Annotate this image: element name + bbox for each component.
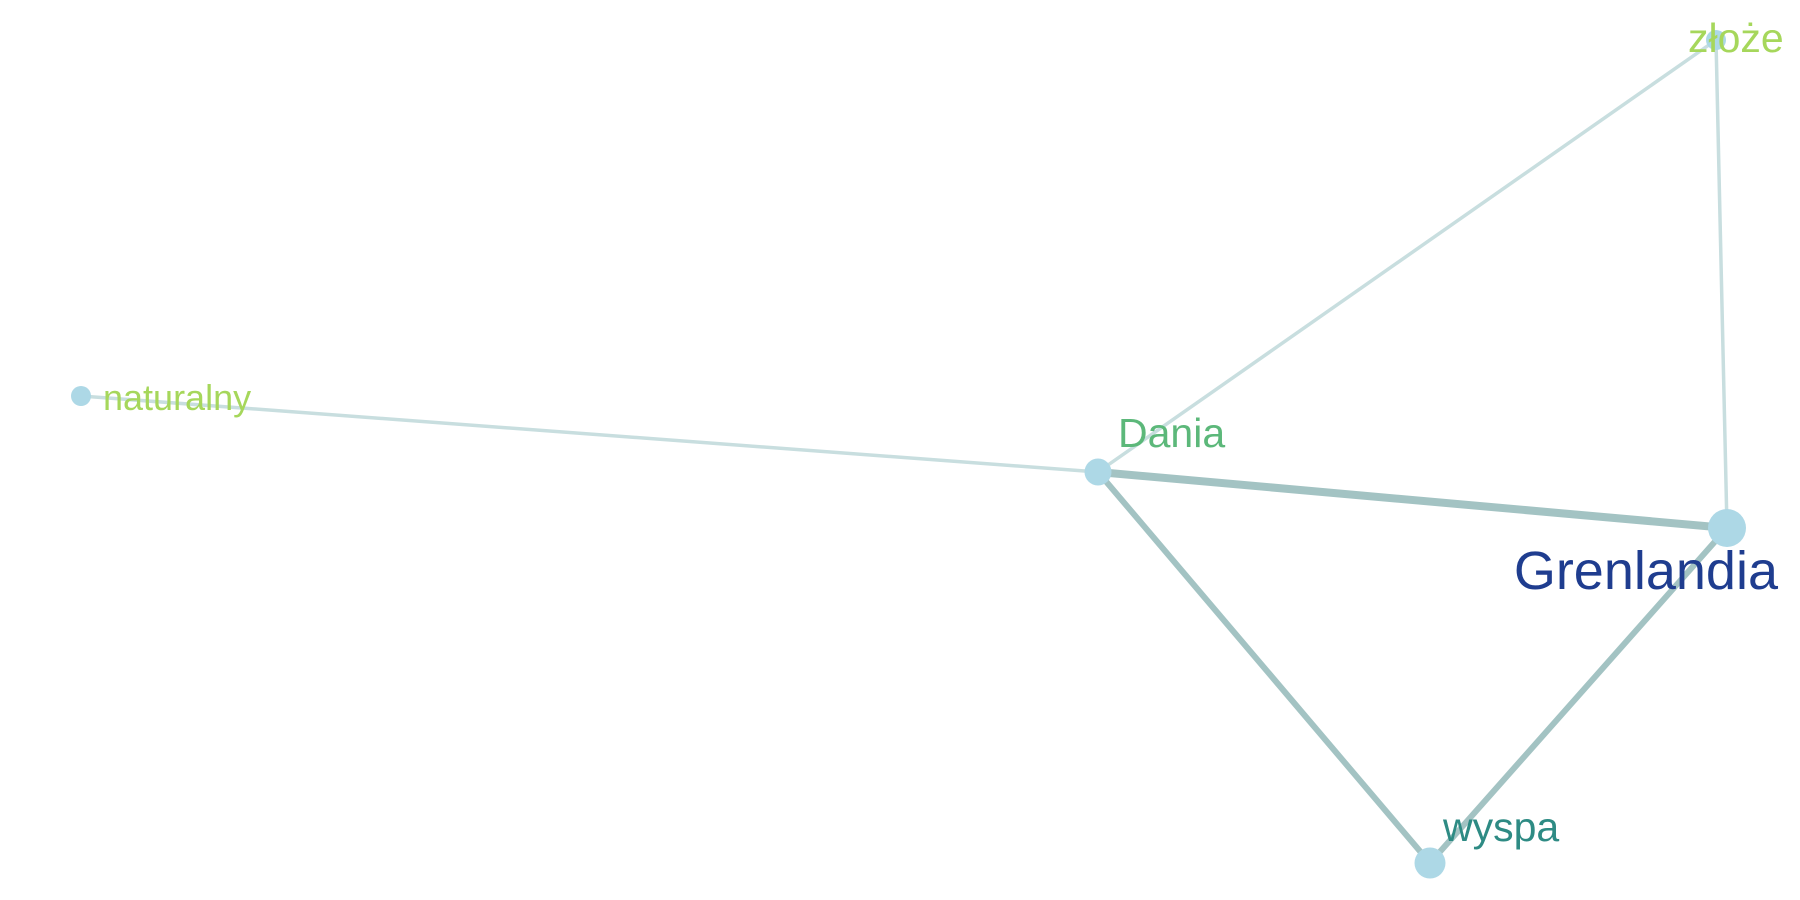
node-label-wyspa: wyspa <box>1442 804 1559 850</box>
edge-dania-grenlandia <box>1094 468 1731 532</box>
edge-dania-wyspa <box>1095 469 1433 866</box>
node-label-dania: Dania <box>1118 410 1225 456</box>
edge-wyspa-grenlandia <box>1427 525 1730 866</box>
edges-layer <box>79 38 1731 866</box>
node-naturalny <box>71 386 91 406</box>
node-wyspa <box>1414 847 1446 879</box>
node-grenlandia <box>1708 509 1746 547</box>
node-dania <box>1084 458 1112 486</box>
node-label-grenlandia: Grenlandia <box>1514 541 1779 601</box>
edge-dania-zloze <box>1096 38 1718 474</box>
node-label-zloze: złoże <box>1688 15 1784 61</box>
nodes-layer <box>71 30 1746 879</box>
node-zloze <box>1706 30 1726 50</box>
edge-naturalny-dania <box>79 394 1100 474</box>
node-label-naturalny: naturalny <box>103 377 251 418</box>
edge-zloze-grenlandia <box>1714 38 1729 530</box>
